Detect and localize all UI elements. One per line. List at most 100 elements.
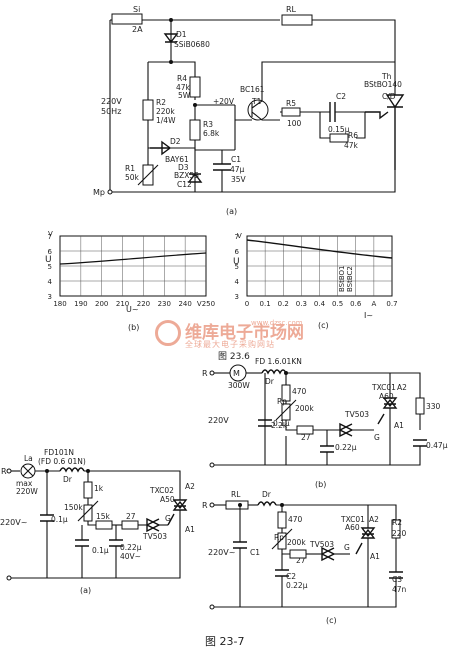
choke-dr-a2 — [59, 467, 85, 473]
resistor-470-c3 — [277, 511, 287, 529]
c2-label: C2 — [336, 92, 346, 101]
diode-d2 — [150, 140, 172, 156]
a2-choke1: FD101N — [44, 448, 74, 457]
resistor-27-c3 — [289, 549, 307, 559]
gb-ytick: 7 — [48, 233, 52, 241]
c3-g: G — [344, 543, 350, 552]
a2-r27: 27 — [126, 512, 136, 521]
capacitor-047 — [413, 439, 427, 447]
gb-ytick: 4 — [48, 278, 53, 286]
c3-r2-val: 220 — [392, 529, 407, 538]
diac-tv503-a2 — [145, 517, 161, 533]
c1-label: C1 — [231, 155, 241, 164]
b2-r22: 2.2k — [271, 421, 288, 430]
a2-power: 220W — [16, 487, 38, 496]
a2-c01: 0.1μ — [51, 515, 68, 524]
a2-r150: 150k — [64, 503, 83, 512]
v20-label: +20V — [213, 97, 235, 106]
a2-max: max — [16, 479, 33, 488]
a2-a2: A2 — [185, 482, 195, 491]
resistor-15k — [95, 520, 113, 530]
t1-ref: T1 — [251, 97, 262, 106]
resistor-r3 — [189, 119, 201, 141]
load-label: RL — [286, 5, 297, 14]
graph-c-xlabel: I~ — [364, 311, 373, 320]
c3-c3-val: 47n — [392, 585, 407, 594]
gc-xtick: 0.6 — [350, 300, 362, 308]
graph-b-xlabel: U~ — [126, 305, 139, 314]
c1-val: 47μ — [230, 165, 245, 174]
gc-ytick: 7 — [235, 233, 239, 241]
d1-label: D1 — [176, 30, 187, 39]
graph-c-curve — [246, 239, 393, 259]
gb-xtick: 210 — [116, 300, 129, 308]
c3-c2: C2 — [286, 572, 296, 581]
capacitor-c2 — [329, 102, 336, 122]
potentiometer-rp — [281, 403, 291, 421]
gc-xtick: 0.3 — [296, 300, 307, 308]
caption-b: (b) — [128, 323, 139, 332]
gc-ytick: 6 — [235, 248, 240, 256]
circuit-b2: R M 300W FD 1.6.01KN Dr 470 Rp 200k 2.2k… — [202, 357, 448, 489]
gb-xtick: 230 — [158, 300, 171, 308]
figure-caption: 图 23-7 — [205, 635, 245, 648]
mp-label: Mp — [93, 188, 105, 197]
a2-c-volt: 40V~ — [120, 552, 141, 561]
b2-a1: A1 — [394, 421, 404, 430]
caption-b2: (b) — [315, 480, 326, 489]
fuse-label: Si — [133, 5, 140, 14]
b2-c022: 0.22μ — [335, 443, 357, 452]
mains-label: 220V — [101, 97, 122, 106]
b2-tx: TXC01 — [371, 383, 396, 392]
gb-xtick: 200 — [95, 300, 108, 308]
gb-xtick: 220 — [137, 300, 150, 308]
r5-val: 100 — [287, 119, 302, 128]
c3-r: R — [202, 501, 208, 510]
b2-g: G — [374, 433, 380, 442]
a2-dr: Dr — [63, 475, 73, 484]
b2-tx-pin: A2 — [397, 383, 407, 392]
r2-pow: 1/4W — [156, 116, 176, 125]
r1-label: R1 — [125, 164, 135, 173]
capacitor-c1 — [213, 163, 231, 171]
b2-r470: 470 — [292, 387, 307, 396]
caption-a: (a) — [226, 207, 237, 216]
c1-volt: 35V — [231, 175, 247, 184]
d3-sub: C12 — [177, 180, 192, 189]
c3-rp: Rp — [274, 533, 284, 542]
circuit-a: Si 2A RL D1 SSiB0680 R4 47k 5W R2 220k 1… — [93, 5, 405, 216]
resistor-27-a2 — [121, 520, 139, 530]
diac-tv503-c3 — [320, 546, 336, 562]
thyristor-th — [365, 94, 405, 170]
b2-rp: Rp — [277, 397, 287, 406]
gb-ytick: 6 — [48, 248, 53, 256]
b2-r330: 330 — [426, 402, 441, 411]
resistor-1k — [83, 481, 93, 499]
c3-rp-val: 200k — [287, 538, 306, 547]
r3-val: 6.8k — [203, 129, 220, 138]
c3-mains: 220V~ — [208, 548, 235, 557]
fuse-value: 2A — [132, 25, 143, 34]
a2-c01b: 0.1μ — [92, 546, 109, 555]
d2-part: BAY61 — [165, 155, 189, 164]
a2-g: G — [165, 514, 171, 523]
choke-dr — [261, 369, 287, 375]
gb-xtick: 180 — [53, 300, 66, 308]
resistor-r6 — [329, 133, 349, 143]
a2-c022: 0.22μ — [120, 543, 142, 552]
b2-mains: 220V — [208, 416, 229, 425]
r4-label: R4 — [177, 74, 187, 83]
gc-xtick: 0.1 — [260, 300, 271, 308]
diac-tv503 — [338, 422, 354, 438]
a2-choke2: (FD 0.6 01N) — [38, 457, 86, 466]
load-rl — [225, 500, 249, 510]
r2-label: R2 — [156, 98, 166, 107]
b2-tv: TV503 — [344, 410, 369, 419]
resistor-r2 — [142, 99, 154, 121]
resistor-r4 — [189, 76, 201, 98]
a2-tx: TXC02 — [149, 486, 174, 495]
triac-txc02 — [167, 499, 188, 526]
graph-c-annot2: BStBC2 — [346, 266, 354, 292]
